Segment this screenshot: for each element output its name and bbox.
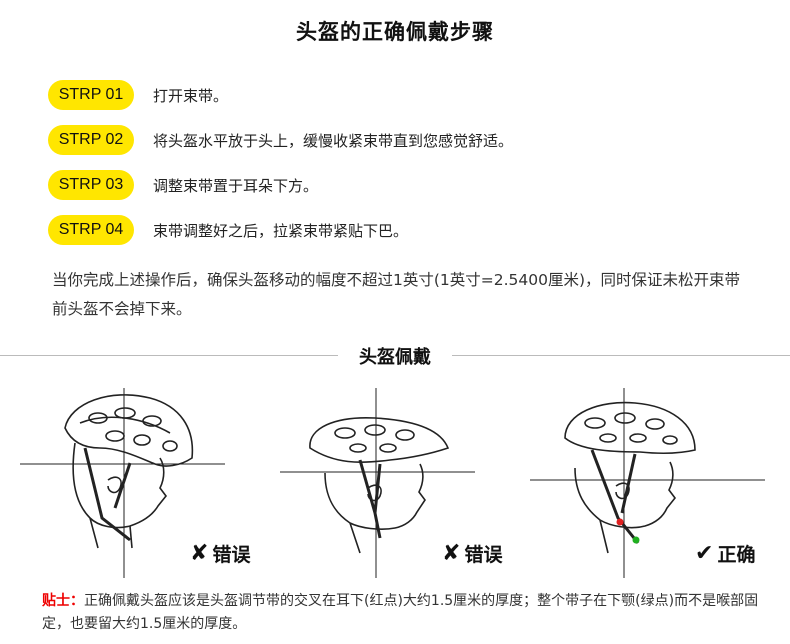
fit-note: 当你完成上述操作后，确保头盔移动的幅度不超过1英寸(1英寸=2.5400厘米)，… [52,271,741,318]
tip-body: 正确佩戴头盔应该是头盔调节带的交叉在耳下(红点)大约1.5厘米的厚度；整个带子在… [42,593,759,632]
step-text: 将头盔水平放于头上，缓慢收紧束带直到您感觉舒适。 [153,131,514,150]
helmet-figure-tilted-forward [280,388,475,578]
step-2: STRP 02 将头盔水平放于头上，缓慢收紧束带直到您感觉舒适。 [48,124,513,156]
helmet-figure-tilted-back [20,388,225,578]
tip-text: 贴士：正确佩戴头盔应该是头盔调节带的交叉在耳下(红点)大约1.5厘米的厚度；整个… [42,590,772,636]
step-text: 调整束带置于耳朵下方。 [153,176,319,195]
step-text: 束带调整好之后，拉紧束带紧贴下巴。 [153,221,409,240]
section-divider [0,355,790,356]
step-4: STRP 04 束带调整好之后，拉紧束带紧贴下巴。 [48,214,408,246]
step-1: STRP 01 打开束带。 [48,79,228,111]
cross-icon: ✘ [190,541,209,566]
helmet-figure-correct [530,388,765,578]
tip-label: 贴士： [42,593,84,609]
section-title: 头盔佩戴 [0,343,790,369]
step-text: 打开束带。 [153,86,229,105]
figure-3-label: ✔ 正确 [695,541,756,566]
step-3: STRP 03 调整束带置于耳朵下方。 [48,169,318,201]
jaw-dot [632,536,640,544]
check-icon: ✔ [695,541,714,566]
ear-dot [616,518,624,526]
step-badge: STRP 04 [48,215,134,245]
figure-1-label: ✘ 错误 [190,541,251,566]
step-badge: STRP 02 [48,125,134,155]
cross-icon: ✘ [442,541,461,566]
step-badge: STRP 03 [48,170,134,200]
step-badge: STRP 01 [48,80,134,110]
figure-2-label: ✘ 错误 [442,541,503,566]
page-title: 头盔的正确佩戴步骤 [296,20,494,44]
